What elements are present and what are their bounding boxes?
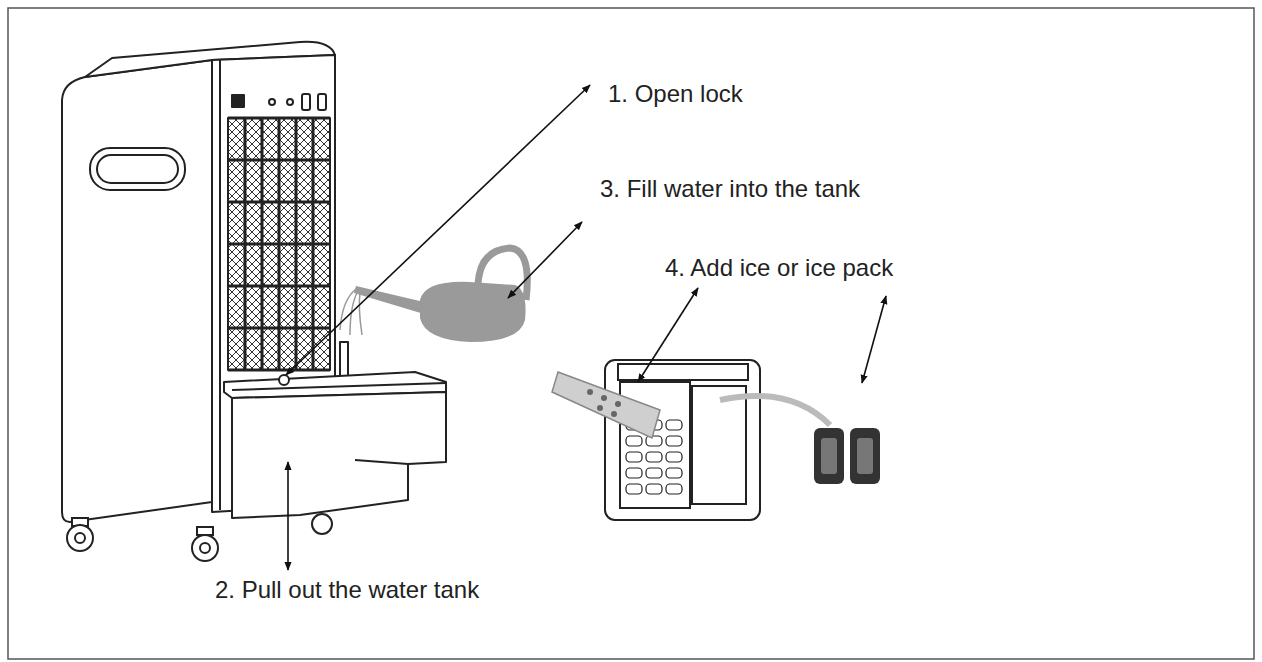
knob xyxy=(318,94,326,110)
leader-line xyxy=(287,462,289,570)
watering-can xyxy=(340,248,527,342)
tray-dots xyxy=(587,389,621,417)
leader-line xyxy=(638,288,698,382)
ice-cube xyxy=(666,436,682,446)
ice-cube xyxy=(666,484,682,494)
knob xyxy=(302,94,310,110)
wheel xyxy=(312,514,332,534)
ice-cube xyxy=(646,452,662,462)
ice-pack xyxy=(814,428,844,484)
cooling-pad xyxy=(228,118,330,370)
step-label: 3. Fill water into the tank xyxy=(600,175,860,204)
step-label: 4. Add ice or ice pack xyxy=(665,254,893,283)
can-body xyxy=(420,282,526,342)
cooler-edge xyxy=(219,60,221,510)
grille-bar xyxy=(295,118,298,370)
grille-bar xyxy=(278,118,281,370)
leader-line xyxy=(862,296,886,383)
frame xyxy=(8,8,1254,659)
ice-cube xyxy=(626,484,642,494)
grille xyxy=(228,118,330,370)
grille-bar xyxy=(261,118,264,370)
tray-dot xyxy=(615,401,621,407)
tank-lock xyxy=(279,375,289,385)
ice-box xyxy=(552,360,760,520)
wheel-hub xyxy=(200,543,210,553)
ice-tray-in-hand xyxy=(552,372,660,438)
step-label: 1. Open lock xyxy=(608,80,743,109)
water-tank xyxy=(224,342,446,518)
indicator xyxy=(269,99,275,105)
handle-slot xyxy=(90,148,185,190)
tank-notch xyxy=(355,460,408,464)
tray-dot xyxy=(611,411,617,417)
wheel-mount xyxy=(197,527,213,535)
leader-lines xyxy=(286,85,886,570)
motion-curve xyxy=(720,396,830,425)
wheel-hub xyxy=(75,533,85,543)
compartment xyxy=(692,386,746,504)
water-line xyxy=(359,293,362,335)
ice-cube xyxy=(666,420,682,430)
indicator xyxy=(287,99,293,105)
tray-dot xyxy=(601,395,607,401)
box-outline xyxy=(605,360,760,520)
wheels xyxy=(67,514,332,561)
switch xyxy=(232,95,244,107)
ice-packs xyxy=(814,428,880,484)
box-rim xyxy=(618,364,748,380)
ice-cube xyxy=(666,452,682,462)
ice-pack-inner xyxy=(857,438,873,474)
tank-body xyxy=(232,392,446,518)
tank-lid-edge xyxy=(232,383,446,390)
tray-dot xyxy=(587,389,593,395)
wheel xyxy=(67,525,93,551)
leader-line xyxy=(286,85,590,375)
ice-cube xyxy=(646,436,662,446)
ice-cube xyxy=(626,452,642,462)
ice-cube xyxy=(626,436,642,446)
ice-cube xyxy=(626,468,642,478)
ice-cube xyxy=(646,484,662,494)
can-handle xyxy=(478,248,527,300)
ice-pack xyxy=(850,428,880,484)
wheel xyxy=(192,535,218,561)
cooler-side xyxy=(62,60,212,522)
step-label: 2. Pull out the water tank xyxy=(215,576,479,605)
handle-inner xyxy=(97,155,178,183)
leader-line xyxy=(508,222,582,298)
ice-pack-inner xyxy=(821,438,837,474)
grille-bar xyxy=(244,118,247,370)
grille-bar xyxy=(312,118,315,370)
tray-dot xyxy=(597,405,603,411)
ice-cube xyxy=(666,468,682,478)
ice-cube xyxy=(646,468,662,478)
